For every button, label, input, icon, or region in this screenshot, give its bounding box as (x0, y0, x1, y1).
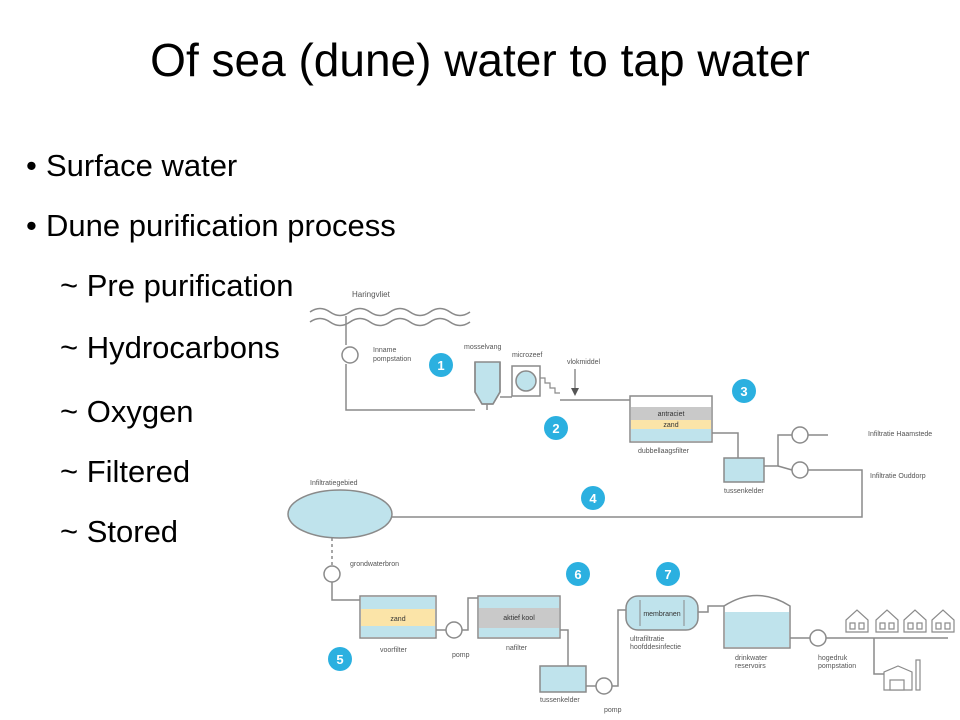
bullet-dot-icon: • (26, 148, 37, 183)
sub-item-stored: ~ Stored (60, 514, 179, 549)
step-marker-6: 6 (566, 562, 590, 586)
bullet-text: Surface water (46, 148, 238, 183)
intake-pump-icon (341, 346, 359, 364)
sand-label: zand (663, 422, 678, 429)
sub-item-hydrocarbons: ~ Hydrocarbons (60, 330, 280, 365)
buffer-tank-2-label: tussenkelder (540, 697, 580, 704)
step-marker-3: 3 (732, 379, 756, 403)
infil-area-label: Infiltratiegebied (310, 480, 358, 487)
double-filter-label: dubbellaagsfilter (638, 448, 690, 455)
step-number: 5 (336, 652, 343, 667)
postfilter-label: nafilter (506, 645, 528, 652)
pump2-label: pomp (604, 707, 622, 714)
step-marker-2: 2 (544, 416, 568, 440)
pump-icon-ouddorp (791, 461, 809, 479)
membranes-label: membranen (643, 611, 680, 618)
step-markers: 1 2 3 4 5 6 7 (328, 353, 756, 671)
step-number: 1 (437, 358, 444, 373)
step-marker-7: 7 (656, 562, 680, 586)
slide-title: Of sea (dune) water to tap water (150, 34, 810, 86)
buffer-tank-1 (723, 457, 765, 483)
groundwater-label: grondwaterbron (350, 561, 399, 568)
step-marker-4: 4 (581, 486, 605, 510)
pump1-label: pomp (452, 652, 470, 659)
infil-haamstede-label: Infiltratie Haamstede (868, 431, 932, 438)
source-label: Haringvliet (352, 290, 391, 299)
microsieve-label: microzeef (512, 352, 542, 359)
surface-water-waves (309, 307, 471, 327)
anthracite-label: antraciet (658, 411, 685, 418)
activated-carbon-label: aktief kool (503, 615, 535, 622)
sub-item-filtered: ~ Filtered (60, 454, 191, 489)
ultrafiltration-unit (625, 595, 699, 631)
buffer-tank-2 (539, 665, 587, 693)
prefilter (359, 595, 437, 639)
drinking-water-reservoir (723, 594, 791, 649)
bullet-text: Dune purification process (46, 208, 396, 243)
activated-carbon-filter (477, 595, 561, 639)
step-marker-1: 1 (429, 353, 453, 377)
pump2-icon (595, 677, 613, 695)
sub-item-pre-purification: ~ Pre purification (60, 268, 294, 303)
bullet-dot-icon: • (26, 208, 37, 243)
infil-ouddorp-label: Infiltratie Ouddorp (870, 473, 926, 480)
houses-icon (845, 609, 955, 633)
step-number: 6 (574, 567, 581, 582)
buffer-tank-1-label: tussenkelder (724, 488, 764, 495)
pump-icon-haamstede (791, 426, 809, 444)
flocculant-label: vlokmiddel (567, 359, 601, 366)
mussel-trap-label: mosselvang (464, 344, 501, 351)
infiltration-area (287, 489, 393, 539)
double-layer-filter (629, 395, 713, 443)
step-number: 4 (589, 491, 597, 506)
step-marker-5: 5 (328, 647, 352, 671)
sub-item-oxygen: ~ Oxygen (60, 394, 194, 429)
groundwater-pump-icon (323, 565, 341, 583)
factory-icon (883, 659, 921, 691)
pump1-icon (445, 621, 463, 639)
mussel-trap (474, 361, 501, 410)
prefilter-label: voorfilter (380, 647, 408, 654)
step-number: 7 (664, 567, 671, 582)
sand2-label: zand (390, 616, 405, 623)
hp-pump-icon (809, 629, 827, 647)
step-number: 3 (740, 384, 747, 399)
step-number: 2 (552, 421, 559, 436)
microsieve (511, 365, 560, 397)
